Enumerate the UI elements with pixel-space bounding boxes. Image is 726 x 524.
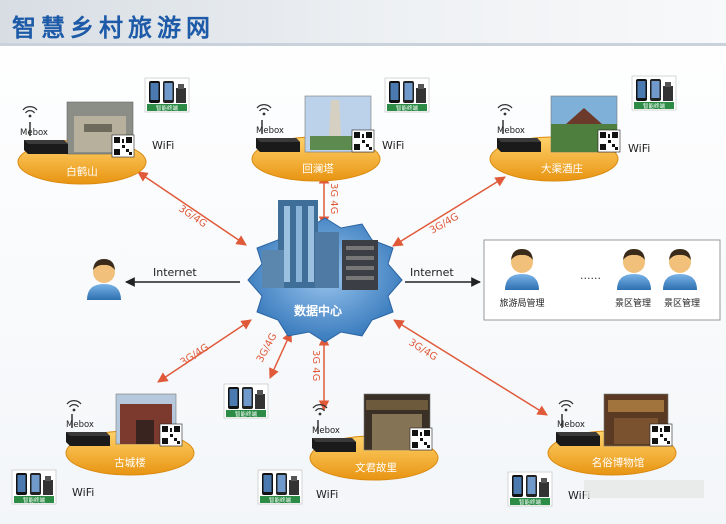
wifi-signal-icon [22,106,38,119]
mebox-device-icon [65,413,111,447]
terminal-label: 智能终端 [643,102,666,110]
site-node-baiheshan: Mebox 白鹤山 智能终端 WiFi [17,77,190,185]
wifi-label: WiFi [382,139,404,152]
management-panel: ······ 旅游局管理 景区管理 景区管理 [483,239,721,321]
smart-terminal-icon: 智能终端 [384,77,430,113]
site-label: 回澜塔 [302,162,334,175]
smart-terminal-icon: 智能终端 [257,469,303,505]
internet-label-right: Internet [410,266,454,279]
link-arrow-terminal [269,331,292,379]
manager-label-bureau: 旅游局管理 [499,297,544,309]
link-label-baiheshan: 3G/4G [176,203,208,230]
mebox-label: Mebox [256,126,284,136]
data-center: 数据中心 [247,200,403,343]
mebox-device-icon [496,119,542,153]
terminal-label: 智能终端 [396,104,419,112]
data-center-label: 数据中心 [294,303,342,318]
terminal-label: 智能终端 [519,498,542,506]
site-node-daqu: Mebox 大渠酒庄 智能终端 WiFi [489,75,677,182]
title-underline [0,43,726,46]
manager-label-scenic: 景区管理 [615,297,651,309]
link-label-terminal: 3G/4G [255,331,280,364]
link-label-museum: 3G/4G [406,337,439,363]
site-label: 古城楼 [114,456,146,469]
site-label: 文君故里 [355,461,397,474]
link-arrows [125,171,548,416]
server-building-icon [262,200,378,290]
smart-terminal-icon: 智能终端 [507,471,553,507]
mebox-label: Mebox [497,126,525,136]
qr-code-icon [649,423,673,447]
mebox-label: Mebox [20,128,48,138]
mebox-device-icon [255,119,301,153]
terminal-label: 智能终端 [235,410,258,418]
wifi-label: WiFi [72,486,94,499]
mebox-device-icon [23,121,69,155]
wifi-signal-icon [558,400,574,413]
site-node-museum: Mebox 名俗博物馆 智能终端 WiFi [507,393,704,507]
wifi-signal-icon [497,104,513,117]
watermark-blur [584,480,704,498]
qr-code-icon [351,129,375,153]
site-label: 名俗博物馆 [592,456,645,469]
smart-terminal-icon: 智能终端 [631,75,677,111]
wifi-signal-icon [312,404,328,417]
wifi-label: WiFi [628,142,650,155]
link-arrow-museum [393,319,548,416]
page-title: 智慧乡村旅游网 [12,14,215,42]
smart-terminal-icon: 智能终端 [223,383,269,419]
qr-code-icon [409,427,433,451]
wifi-label: WiFi [152,139,174,152]
terminal-label: 智能终端 [23,496,46,504]
wifi-label: WiFi [316,488,338,501]
terminal-label: 智能终端 [156,104,179,112]
site-node-wenjun: Mebox 文君故里 智能终端 WiFi [257,393,439,505]
site-label: 大渠酒庄 [541,162,583,175]
wifi-signal-icon [256,104,272,117]
smart-terminal-icon: 智能终端 [11,469,57,505]
link-label-guchenglou: 3G/4G [179,342,211,368]
ellipsis-text: ······ [580,272,601,285]
internet-user-icon [87,259,121,300]
qr-code-icon [597,129,621,153]
title-bar: 智慧乡村旅游网 [0,0,726,46]
link-arrow-daqu [392,176,506,247]
link-label-wenjun: 3G 4G [310,350,321,381]
mebox-device-icon [555,413,601,447]
smart-terminal-icon: 智能终端 [144,77,190,113]
mebox-label: Mebox [312,426,340,436]
qr-code-icon [159,423,183,447]
link-arrow-guchenglou [157,319,252,383]
site-label: 白鹤山 [66,165,98,178]
wifi-signal-icon [66,400,82,413]
site-node-guchenglou: Mebox 古城楼 智能终端 WiFi [11,393,195,505]
manager-label-scenic: 景区管理 [664,297,700,309]
mebox-label: Mebox [557,420,585,430]
link-arrow-baiheshan [137,171,247,246]
internet-label-left: Internet [153,266,197,279]
mebox-device-icon [311,419,357,453]
mebox-label: Mebox [66,420,94,430]
terminal-label: 智能终端 [269,496,292,504]
site-node-huilanta: Mebox 回澜塔 智能终端 WiFi [251,77,430,182]
link-label-huilanta: 3G 4G [328,183,339,214]
qr-code-icon [111,134,135,158]
